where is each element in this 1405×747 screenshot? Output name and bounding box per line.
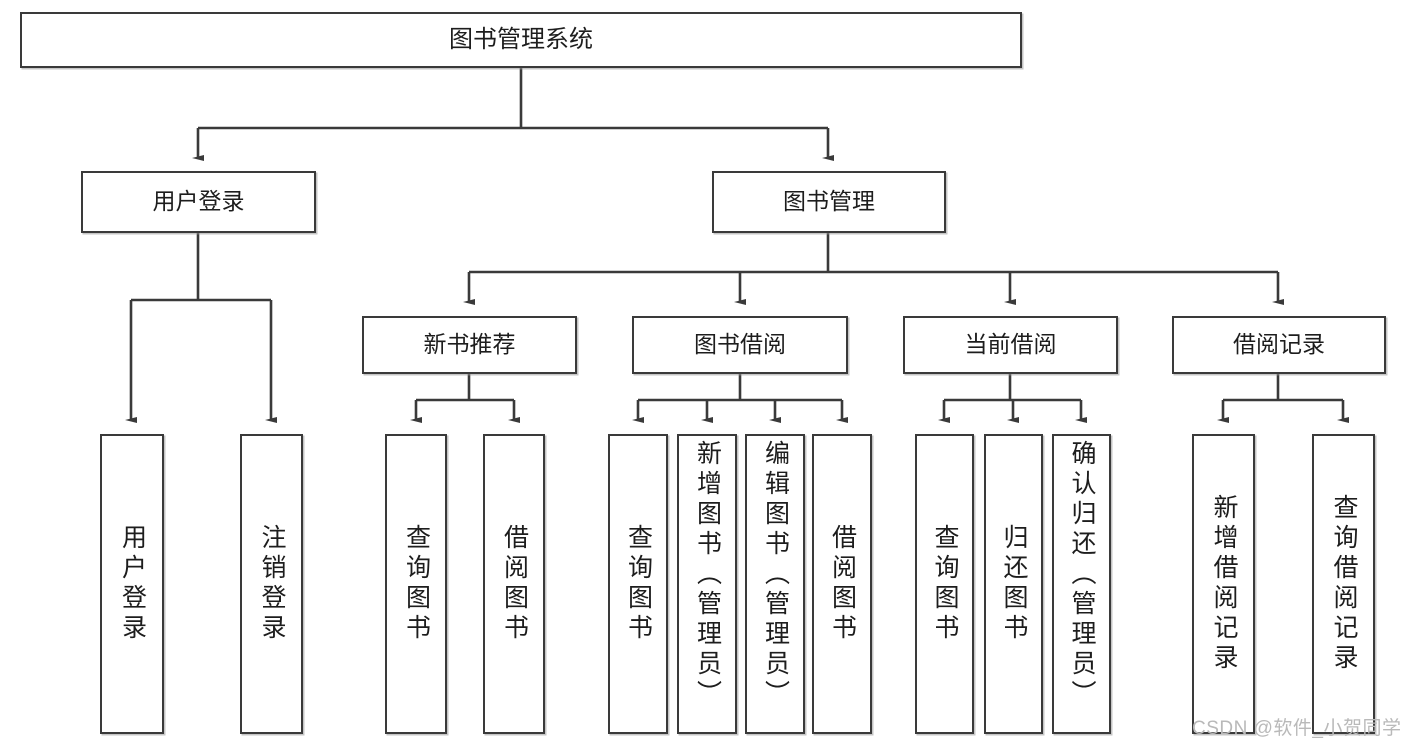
leaf-add-book-admin[interactable]: 新增图书（管理员） <box>677 434 737 734</box>
node-user-login-label: 用户登录 <box>152 188 245 215</box>
node-borrow-record[interactable]: 借阅记录 <box>1172 316 1386 374</box>
node-root-label: 图书管理系统 <box>449 25 593 53</box>
node-book-borrow-label: 图书借阅 <box>694 331 786 358</box>
leaf-add-borrow-record[interactable]: 新增借阅记录 <box>1192 434 1255 734</box>
leaf-add-book-admin-label: 新增图书（管理员） <box>693 440 722 710</box>
leaf-borrow-book-borrow-label: 借阅图书 <box>828 524 857 644</box>
leaf-return-book[interactable]: 归还图书 <box>984 434 1043 734</box>
node-borrow-record-label: 借阅记录 <box>1233 331 1325 358</box>
leaf-confirm-return-admin[interactable]: 确认归还（管理员） <box>1052 434 1111 734</box>
leaf-logout[interactable]: 注销登录 <box>240 434 303 734</box>
leaf-search-book-recommend-label: 查询图书 <box>402 524 431 644</box>
leaf-search-book-current[interactable]: 查询图书 <box>915 434 974 734</box>
node-book-borrow[interactable]: 图书借阅 <box>632 316 848 374</box>
leaf-search-borrow-record-label: 查询借阅记录 <box>1330 494 1358 674</box>
leaf-search-book-current-label: 查询图书 <box>931 524 959 644</box>
node-current-borrow[interactable]: 当前借阅 <box>903 316 1118 374</box>
leaf-logout-label: 注销登录 <box>258 524 286 644</box>
leaf-return-book-label: 归还图书 <box>1000 524 1028 644</box>
leaf-search-book-recommend[interactable]: 查询图书 <box>385 434 447 734</box>
node-current-borrow-label: 当前借阅 <box>964 331 1057 358</box>
leaf-edit-book-admin[interactable]: 编辑图书（管理员） <box>745 434 805 734</box>
node-new-book-recommend[interactable]: 新书推荐 <box>362 316 577 374</box>
leaf-user-login-label: 用户登录 <box>118 524 147 644</box>
leaf-borrow-book-borrow[interactable]: 借阅图书 <box>812 434 872 734</box>
leaf-search-book-borrow-label: 查询图书 <box>624 524 653 644</box>
node-new-book-recommend-label: 新书推荐 <box>423 331 516 358</box>
leaf-confirm-return-admin-label: 确认归还（管理员） <box>1068 440 1096 710</box>
leaf-borrow-book-recommend-label: 借阅图书 <box>500 524 529 644</box>
node-root[interactable]: 图书管理系统 <box>20 12 1022 68</box>
node-book-management[interactable]: 图书管理 <box>712 171 946 233</box>
leaf-search-book-borrow[interactable]: 查询图书 <box>608 434 668 734</box>
node-user-login[interactable]: 用户登录 <box>81 171 316 233</box>
node-book-management-label: 图书管理 <box>783 188 875 215</box>
leaf-borrow-book-recommend[interactable]: 借阅图书 <box>483 434 545 734</box>
watermark: CSDN @软件_小贺同学 <box>1192 718 1402 739</box>
leaf-edit-book-admin-label: 编辑图书（管理员） <box>761 440 790 710</box>
leaf-add-borrow-record-label: 新增借阅记录 <box>1210 494 1238 674</box>
leaf-search-borrow-record[interactable]: 查询借阅记录 <box>1312 434 1375 734</box>
leaf-user-login[interactable]: 用户登录 <box>100 434 164 734</box>
